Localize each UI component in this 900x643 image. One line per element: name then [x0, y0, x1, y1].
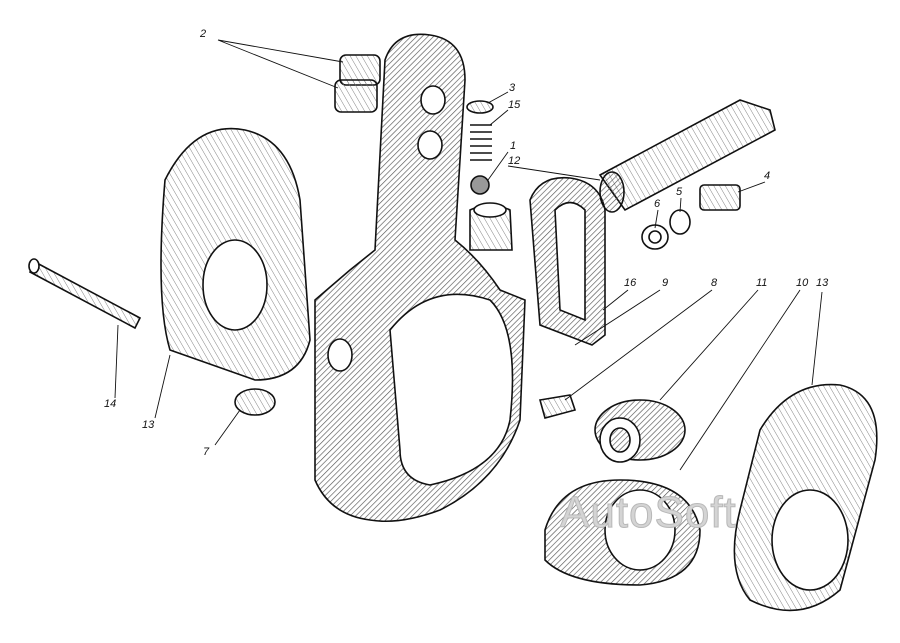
worm-shaft-part-12 [598, 99, 776, 213]
cover-plate-part-13-right [733, 383, 878, 612]
callout-13-right: 13 [816, 277, 829, 289]
callout-14: 14 [104, 398, 117, 410]
watermark: AutoSoft [560, 488, 737, 538]
cap-part-7 [234, 388, 276, 416]
callout-7: 7 [203, 446, 210, 458]
callout-12: 12 [508, 155, 521, 167]
washer-part-6 [641, 224, 669, 250]
callout-6: 6 [654, 198, 661, 210]
callout-15: 15 [508, 99, 521, 111]
bolt-part-4 [699, 184, 741, 211]
bushing-part-2 [334, 54, 381, 113]
washer-part-5 [669, 209, 691, 235]
worm-gear-part-10 [544, 479, 701, 586]
callout-8: 8 [711, 277, 718, 289]
callout-9: 9 [662, 277, 669, 289]
worm-part-11 [594, 399, 686, 463]
grease-fitting-part-8 [538, 394, 577, 419]
slack-adjuster-lever [314, 33, 526, 523]
callout-11: 11 [756, 277, 768, 289]
plug-part-3 [466, 100, 494, 114]
leader-lines [114, 39, 823, 471]
callout-3: 3 [509, 82, 516, 94]
callout-1: 1 [510, 140, 517, 152]
callout-13-left: 13 [142, 419, 155, 431]
pin-part-14 [28, 258, 142, 330]
callout-16: 16 [624, 277, 637, 289]
cover-plate-part-13-left [160, 127, 311, 381]
spring-part-15 [470, 124, 492, 161]
callout-2: 2 [200, 28, 207, 40]
callout-4: 4 [764, 170, 771, 182]
callout-5: 5 [676, 186, 683, 198]
callout-10: 10 [796, 277, 809, 289]
ball-part-1 [470, 175, 490, 195]
